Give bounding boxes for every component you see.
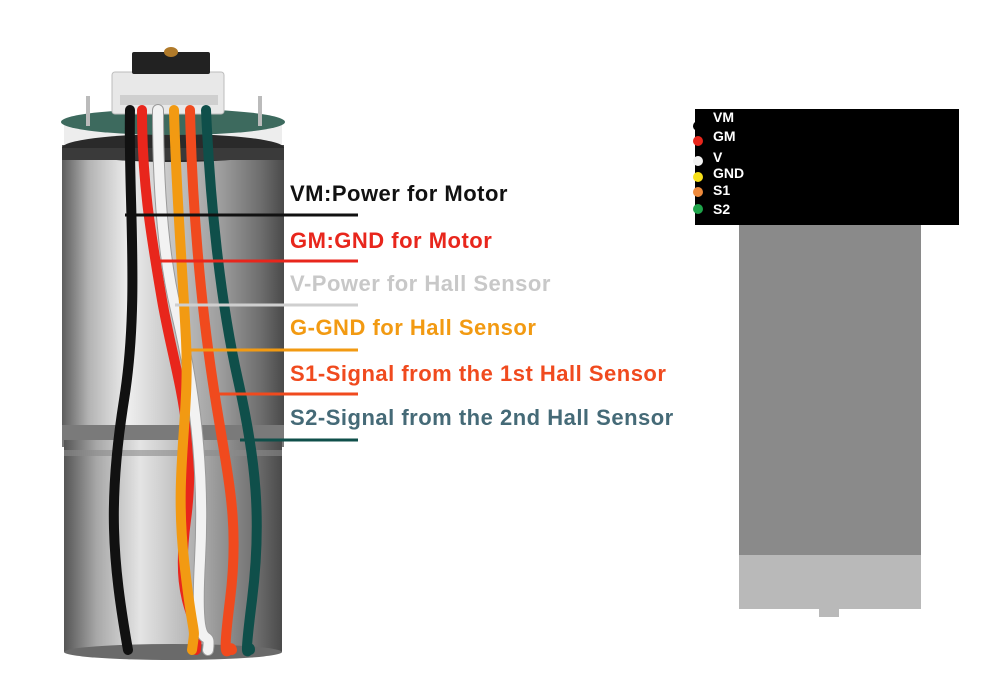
wire-s2 bbox=[201, 105, 262, 657]
pin-dot-vm bbox=[693, 121, 703, 131]
wire-bundle bbox=[108, 104, 262, 657]
wire-v bbox=[153, 105, 214, 655]
wire-s1 bbox=[185, 105, 239, 657]
pin-label-v: V bbox=[713, 149, 723, 165]
pin-label-s2: S2 bbox=[713, 201, 731, 217]
callout-s1: S1-Signal from the 1st Hall Sensor bbox=[290, 361, 667, 386]
pin-label-gnd: GND bbox=[713, 165, 745, 181]
pin-label-gm: GM bbox=[713, 128, 736, 144]
callout-g: G-GND for Hall Sensor bbox=[290, 315, 537, 340]
motor-schematic: VM GM V GND S1 S2 bbox=[693, 105, 965, 625]
pin-label-vm: VM bbox=[713, 109, 734, 125]
callout-vm: VM:Power for Motor bbox=[290, 181, 508, 206]
pin-dot-gnd bbox=[693, 172, 703, 182]
pin-dot-v bbox=[693, 156, 703, 166]
motor-body-schematic bbox=[739, 225, 921, 555]
pin-dot-gm bbox=[693, 136, 703, 146]
leader-lines bbox=[125, 213, 358, 442]
callout-v: V-Power for Hall Sensor bbox=[290, 271, 551, 296]
gearbox-schematic bbox=[739, 555, 921, 609]
pin-dot-s2 bbox=[693, 204, 703, 214]
pin-label-s1: S1 bbox=[713, 182, 731, 198]
connector bbox=[111, 47, 225, 115]
connector-header bbox=[695, 109, 959, 225]
pin-dot-s1 bbox=[693, 187, 703, 197]
callout-gm: GM:GND for Motor bbox=[290, 228, 493, 253]
wire-vm bbox=[108, 105, 138, 655]
output-shaft bbox=[819, 607, 839, 617]
callout-s2: S2-Signal from the 2nd Hall Sensor bbox=[290, 405, 674, 430]
